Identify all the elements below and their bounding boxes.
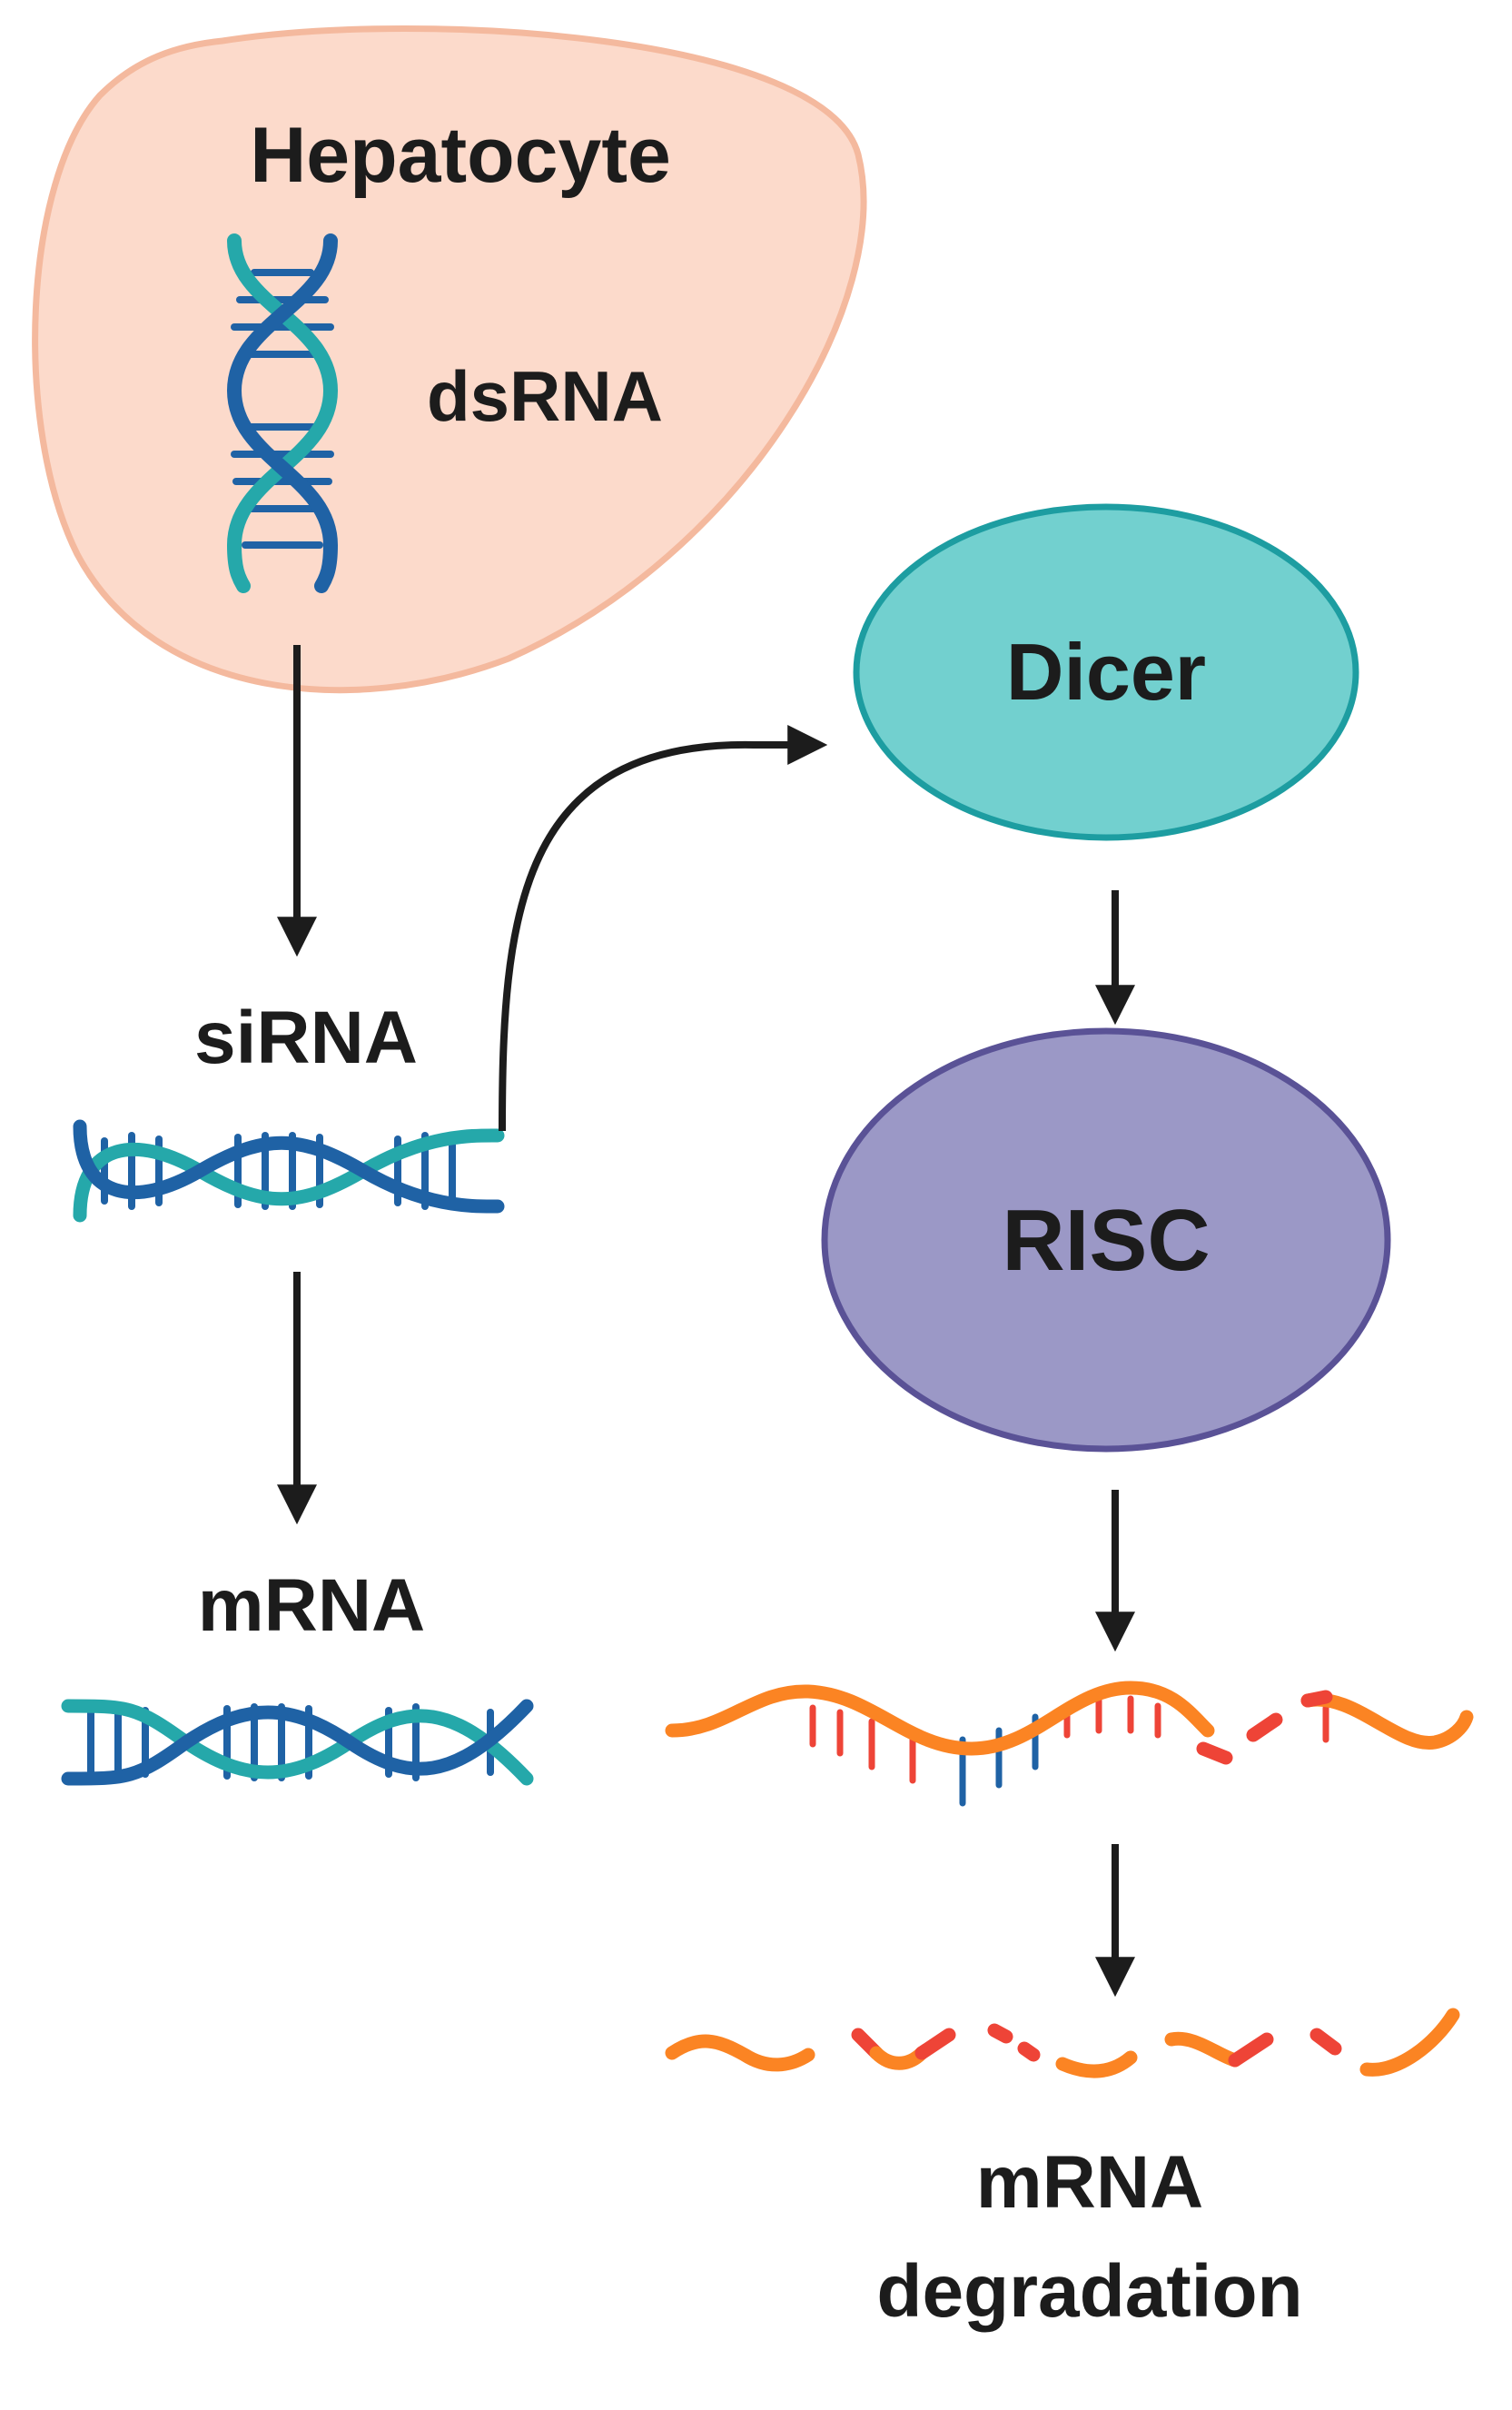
- mrna-fragments-icon: [665, 2008, 1460, 2078]
- risc-label: RISC: [1002, 1192, 1210, 1289]
- mrna-degradation-label-line1: mRNA: [976, 2141, 1204, 2224]
- dicer-label: Dicer: [1006, 627, 1206, 717]
- mrna-label: mRNA: [198, 1564, 426, 1647]
- sirna-helix-icon: [73, 1119, 505, 1223]
- sirna-label: siRNA: [194, 997, 418, 1079]
- dicer-oval: [853, 503, 1359, 841]
- mrna-helix-icon: [61, 1699, 534, 1786]
- hepatocyte-label: Hepatocyte: [250, 112, 671, 199]
- dsrna-helix-icon: [226, 233, 339, 593]
- dsrna-label: dsRNA: [427, 356, 663, 436]
- arrow-sirna-to-dicer: [499, 725, 828, 1132]
- risc-oval: [821, 1027, 1391, 1453]
- cleaved-mrna-strand-icon: [665, 1681, 1474, 1807]
- mrna-degradation-label-line2: degradation: [876, 2250, 1302, 2333]
